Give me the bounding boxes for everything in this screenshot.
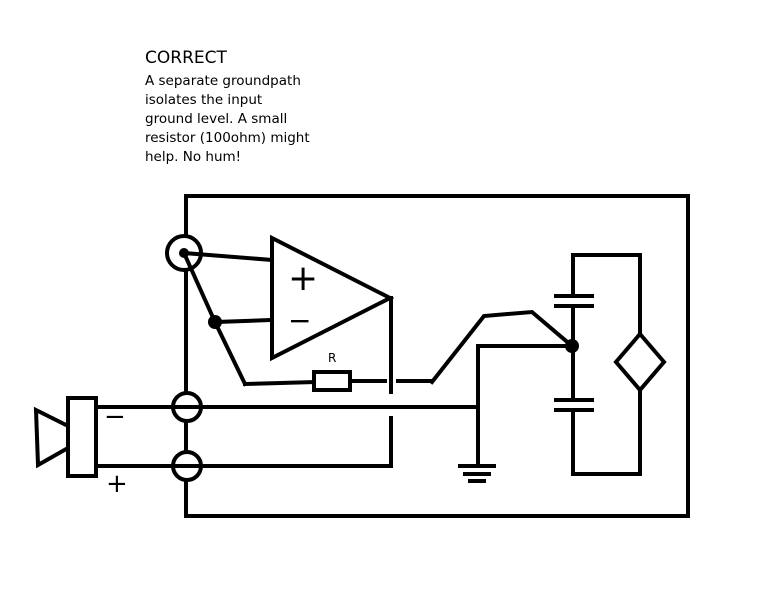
opamp-plus-label: +	[288, 258, 318, 299]
rectifier-diamond	[613, 330, 667, 394]
speaker-body	[66, 396, 98, 478]
description-line-3: ground level. A small	[145, 111, 288, 127]
speaker-cone	[33, 406, 70, 469]
diagram-title: CORRECT	[145, 48, 227, 68]
description-line-1: A separate groundpath	[145, 73, 301, 89]
description: A separate groundpath isolates the input…	[145, 72, 310, 167]
description-line-2: isolates the input	[145, 92, 263, 108]
description-line-5: help. No hum!	[145, 149, 242, 165]
wire-jack-to-node	[181, 250, 218, 325]
wire-input-to-plus	[181, 250, 275, 263]
wire-output-to-node	[429, 309, 575, 385]
resistor	[312, 370, 352, 392]
speaker-minus-label: −	[104, 402, 126, 432]
resistor-label: R	[328, 351, 336, 365]
wire-node-to-minus	[212, 317, 275, 325]
opamp-minus-label: −	[288, 304, 311, 337]
wire-ground-path	[476, 344, 574, 468]
description-line-4: resistor (100ohm) might	[145, 130, 310, 146]
speaker-plus-label: +	[106, 469, 128, 499]
wire-feedback-left	[242, 379, 317, 387]
opamp-triangle	[270, 234, 395, 362]
wire-node-to-feedback	[212, 319, 248, 387]
